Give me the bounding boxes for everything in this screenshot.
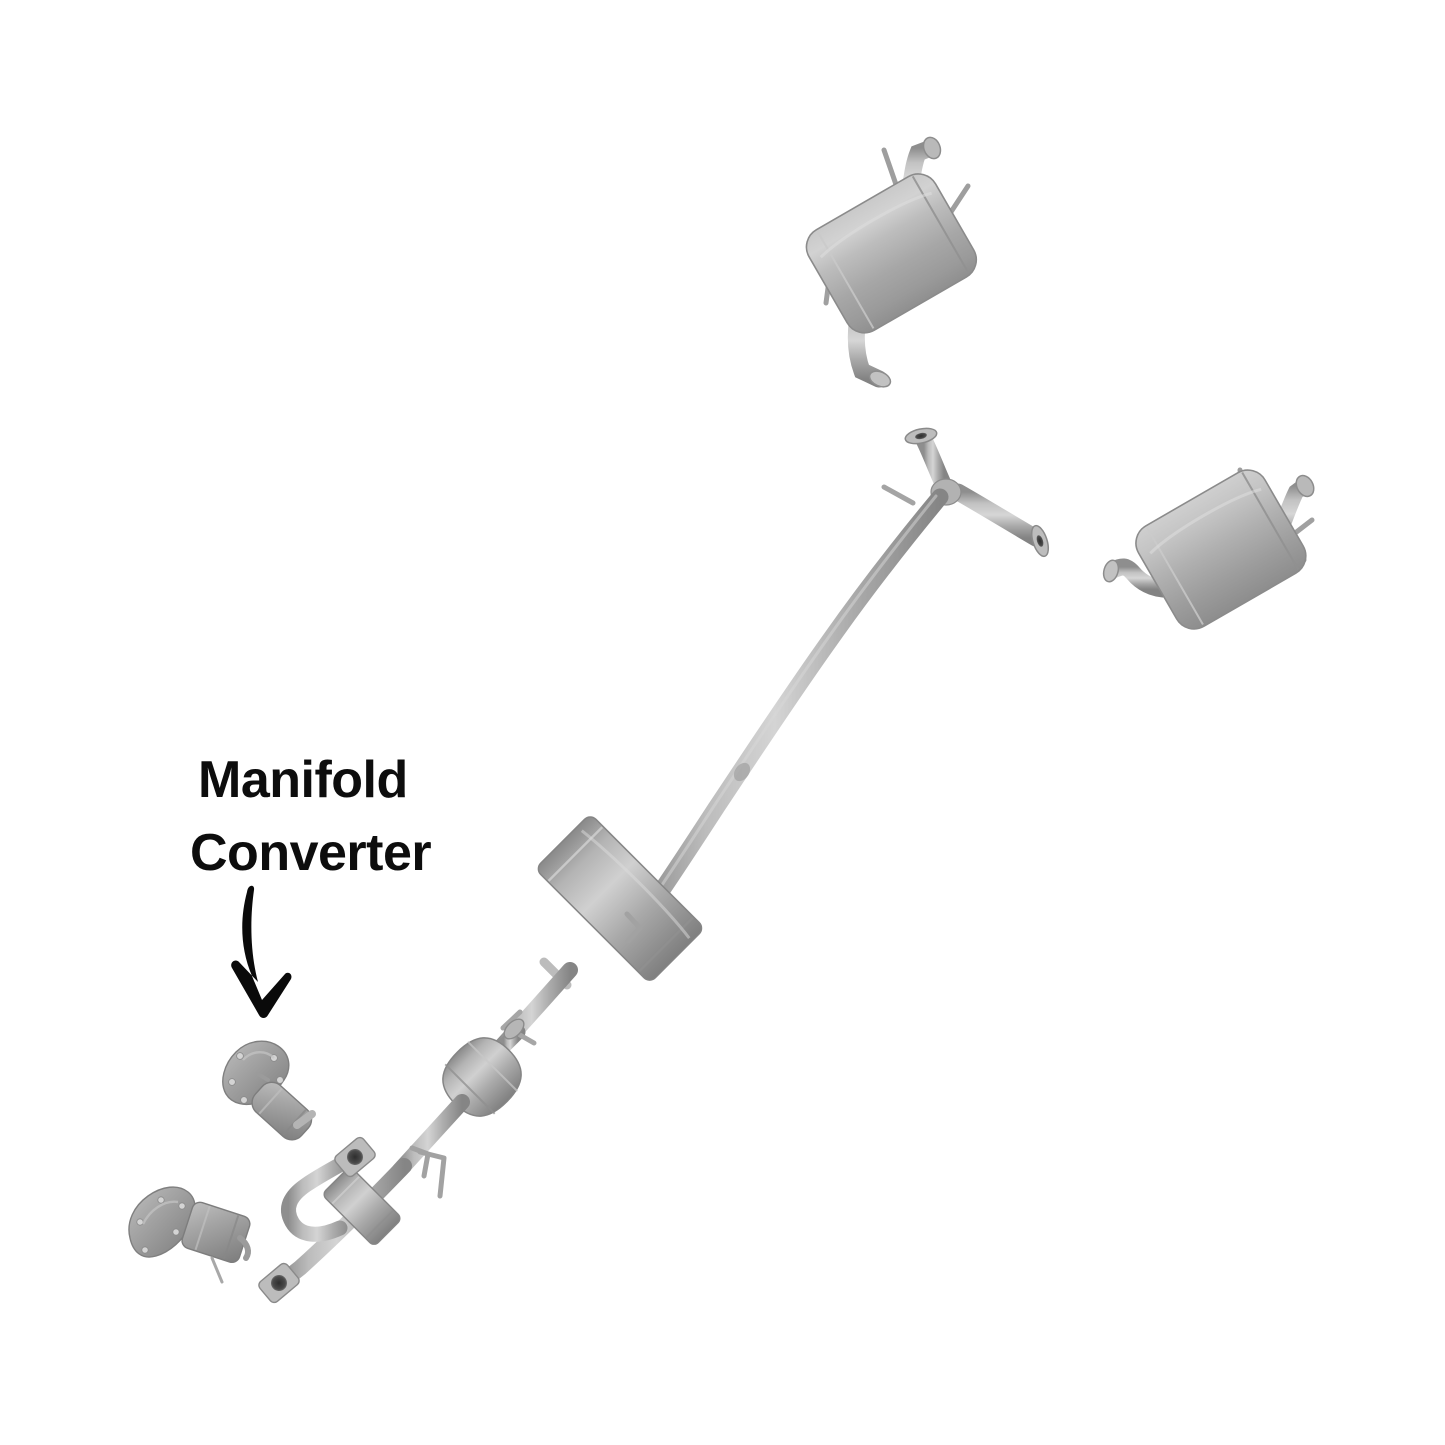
flange-bore <box>271 1275 287 1291</box>
manifold-bolt-hole <box>172 1228 180 1236</box>
muffler-seam <box>1146 527 1204 625</box>
lower-connector-run <box>392 1094 470 1178</box>
muffler-seam <box>1241 472 1300 570</box>
converter-seam <box>467 1040 519 1092</box>
manifold-converter-lower <box>128 1186 251 1284</box>
rear-muffler-right <box>1102 467 1315 630</box>
mid-resonator <box>537 816 703 990</box>
barrel-seam <box>223 1215 240 1260</box>
manifold-bolt-hole <box>236 1052 244 1060</box>
y-pipe-splitter <box>881 427 1050 558</box>
y-pipe-hanger-rod <box>881 484 916 506</box>
manifold-bolt-hole <box>157 1196 165 1204</box>
annotation-arrow <box>231 885 292 1018</box>
front-pipe-resonator <box>323 1167 401 1245</box>
pipe-highlight <box>636 494 938 922</box>
y-pipe-branch-lower <box>949 483 1045 547</box>
manifold-bolt-hole <box>276 1076 284 1084</box>
flange-bore <box>915 432 927 440</box>
manifold-bolt-hole <box>240 1096 248 1104</box>
tailpipe-tip <box>922 136 942 160</box>
annotation-label-line-1: Manifold <box>198 751 408 809</box>
resonator-hanger-bracket <box>624 911 643 944</box>
converter-sensor-boss <box>503 1018 525 1040</box>
resonator-seam <box>638 916 694 973</box>
manifold-bolt-hole <box>228 1078 236 1086</box>
muffler-seam <box>816 230 875 329</box>
arrow-shape <box>231 885 292 1018</box>
converter-seam <box>444 1063 496 1115</box>
pipe-joint-collar <box>733 762 751 782</box>
front-resonator-seam <box>365 1209 394 1239</box>
flange-bore <box>347 1149 363 1165</box>
front-pipe-hanger-rod <box>417 1149 447 1199</box>
rear-muffler-left <box>805 136 978 388</box>
front-pipe-branch <box>281 1150 360 1242</box>
manifold-bolt-hole <box>178 1202 186 1210</box>
barrel-seam <box>194 1205 211 1251</box>
manifold-outlet-flange <box>293 1110 316 1129</box>
resonator-highlight <box>580 829 691 940</box>
muffler-highlight <box>819 191 933 259</box>
manifold-outlet-stub <box>237 1235 251 1261</box>
manifold-rib <box>242 1051 275 1061</box>
tailpipe-tip <box>1295 474 1315 498</box>
resonator-seam <box>547 826 604 882</box>
converter-sensor-wire <box>500 1009 523 1031</box>
front-pipe-assembly <box>258 1136 447 1304</box>
intermediate-pipe <box>631 488 949 931</box>
outlet-flange <box>868 370 892 388</box>
manifold-converter-upper <box>222 1040 316 1141</box>
muffler-seam <box>911 175 970 274</box>
muffler-highlight <box>1149 487 1262 555</box>
front-pipe-flange-lower <box>258 1262 300 1304</box>
intermediate-pipe-run <box>631 488 949 931</box>
manifold-bolt-hole <box>141 1246 149 1254</box>
manifold-sensor-wire <box>210 1256 224 1284</box>
manifold-rib <box>141 1200 179 1225</box>
front-pipe-flange-upper <box>334 1136 376 1178</box>
manifold-bracket <box>256 1072 270 1082</box>
annotation-label-line-2: Converter <box>190 824 432 882</box>
front-resonator-seam <box>331 1176 360 1205</box>
resonator-body <box>537 816 703 981</box>
converter-sensor-wire <box>517 1032 537 1046</box>
flange-bore <box>1036 535 1044 547</box>
manifold-bolt-hole <box>136 1218 144 1226</box>
inlet-flange <box>1102 559 1120 583</box>
barrel-seam <box>258 1087 283 1115</box>
